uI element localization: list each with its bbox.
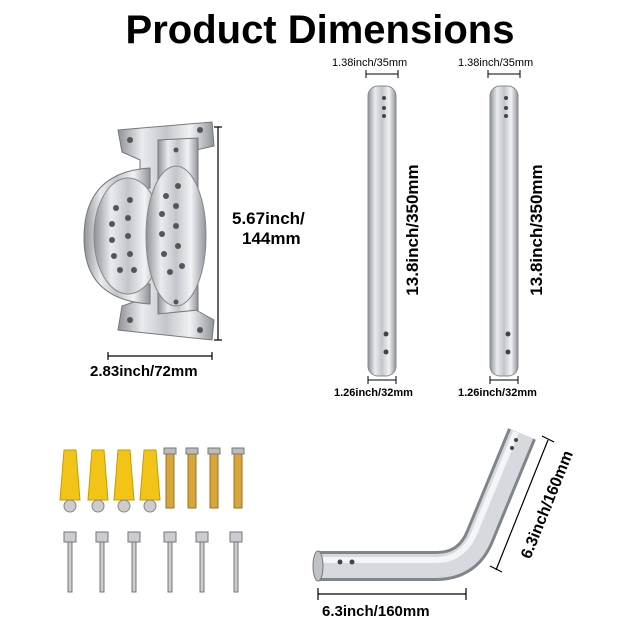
screw-icon [63,531,243,593]
page-title: Product Dimensions [125,8,515,52]
pipe-left-bottom-label: 1.26inch/32mm [334,387,413,399]
bracket-width-label: 2.83inch/72mm [90,363,198,380]
bracket-height-label-line1: 5.67inch/ [232,209,305,228]
elbow-horizontal-label: 6.3inch/160mm [322,603,430,620]
bracket-height-label-line2: 144mm [242,229,301,248]
wall-anchor-icon [59,449,161,501]
pipe-right-top-label: 1.38inch/35mm [458,57,534,69]
pipe-left-top-label: 1.38inch/35mm [332,57,408,69]
pipe-right-bottom-label: 1.26inch/32mm [458,387,537,399]
